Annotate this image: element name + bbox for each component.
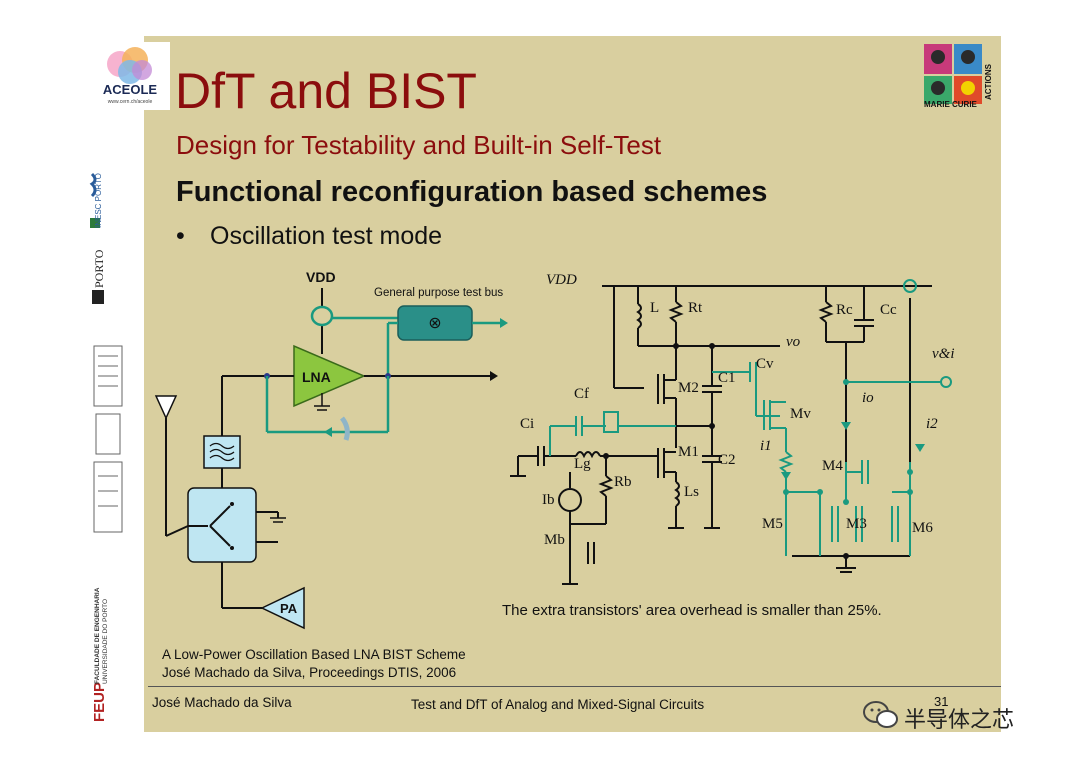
label-Mv: Mv [790, 406, 811, 422]
page-number: 31 [934, 694, 949, 709]
aceole-circles-icon [107, 47, 152, 84]
section-heading: Functional reconfiguration based schemes [176, 176, 768, 208]
label-Rc: Rc [836, 302, 853, 318]
inesc-logo-icon [89, 172, 100, 228]
label-M6: M6 [912, 520, 933, 536]
antenna-icon [154, 395, 178, 420]
bullet-marker: • [176, 222, 185, 250]
label-Ci: Ci [520, 416, 534, 432]
current-sensor-icon [310, 305, 334, 327]
label-C2: C2 [718, 452, 736, 468]
lna-oscillator-schematic: VDD L Rt vo Cv Rc Cc v&i C1 C2 M2 M1 Mv … [510, 272, 955, 585]
aceole-logo: ACEOLE www.cern.ch/aceole [90, 42, 170, 110]
label-Cc: Cc [880, 302, 897, 318]
building-illustration-icon [93, 345, 123, 533]
label-Lg: Lg [574, 456, 591, 472]
uporto-logo-icon [92, 290, 104, 304]
label-M3: M3 [846, 516, 867, 532]
slide-title: DfT and BIST [175, 63, 477, 119]
footer-divider [148, 686, 1001, 687]
label-io: io [862, 390, 874, 406]
wechat-icon [863, 701, 898, 728]
reference: A Low-Power Oscillation Based LNA BIST S… [162, 646, 466, 682]
logo-sidebar: INESC PORTO PORTO FEUP FACULDADE DE ENGE… [80, 36, 144, 732]
footer-author: José Machado da Silva [152, 695, 292, 710]
overhead-caption: The extra transistors' area overhead is … [502, 602, 882, 619]
label-L: L [650, 300, 659, 316]
watermark-text: 半导体之芯 [904, 708, 1015, 733]
label-Cv: Cv [756, 356, 774, 372]
pa-amplifier-icon [260, 586, 305, 630]
label-vo: vo [786, 334, 801, 350]
multiplier-symbol: ⊗ [428, 313, 441, 332]
bullet-item: • Oscillation test mode [176, 222, 442, 251]
bullet-text: Oscillation test mode [210, 222, 443, 250]
test-bus-label: General purpose test bus [374, 287, 503, 299]
label-Rb: Rb [614, 474, 632, 490]
label-Cf: Cf [574, 386, 589, 402]
label-Ls: Ls [684, 484, 699, 500]
aceole-url: www.cern.ch/aceole [107, 99, 153, 105]
lna-bist-block-diagram: ⊗ LNA [154, 269, 508, 630]
marie-curie-portraits-icon [924, 44, 982, 104]
slide: INESC PORTO PORTO FEUP FACULDADE DE ENGE… [80, 36, 1001, 732]
label-i1: i1 [760, 438, 772, 454]
label-Mb: Mb [544, 532, 565, 548]
label-M1: M1 [678, 444, 699, 460]
label-Rt: Rt [688, 300, 703, 316]
reference-line-2: José Machado da Silva, Proceedings DTIS,… [162, 665, 457, 680]
marie-curie-label: MARIE CURIE [924, 100, 977, 109]
label-vi: v&i [932, 346, 955, 362]
lna-label: LNA [302, 369, 331, 385]
label-C1: C1 [718, 370, 736, 386]
label-i2: i2 [926, 416, 938, 432]
sidebar-logos [89, 172, 123, 533]
label-M2: M2 [678, 380, 699, 396]
vdd-label-left: VDD [306, 269, 336, 285]
footer-course: Test and DfT of Analog and Mixed-Signal … [411, 697, 705, 712]
label-M4: M4 [822, 458, 843, 474]
slide-subtitle: Design for Testability and Built-in Self… [176, 130, 662, 160]
reference-line-1: A Low-Power Oscillation Based LNA BIST S… [162, 647, 466, 662]
label-Ib: Ib [542, 492, 555, 508]
aceole-name: ACEOLE [102, 82, 158, 97]
switch-arrow-icon [339, 416, 350, 441]
pa-label: PA [280, 601, 298, 616]
label-M5: M5 [762, 516, 783, 532]
vdd-label-right: VDD [546, 272, 577, 288]
marie-curie-logo: MARIE CURIE ACTIONS [922, 42, 998, 110]
